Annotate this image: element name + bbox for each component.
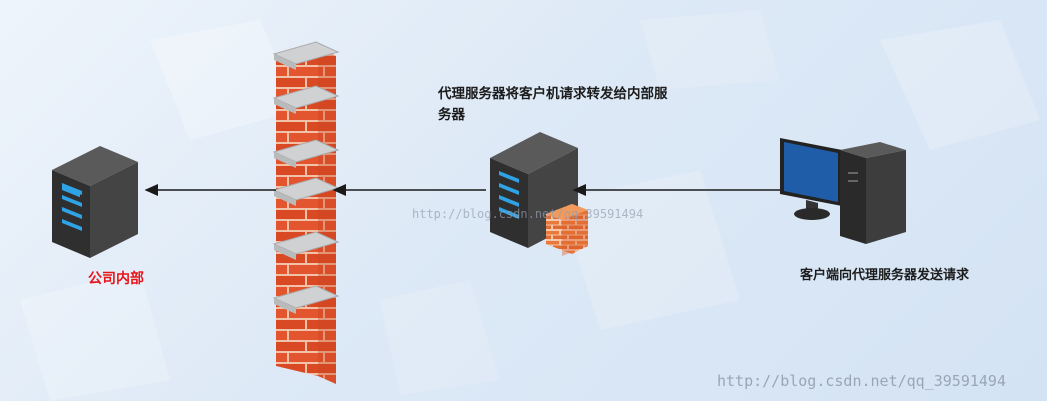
proxy-firewall-icon <box>546 204 588 256</box>
company-internal-label: 公司内部 <box>88 271 144 287</box>
internal-server-icon <box>52 146 138 258</box>
watermark-center: http://blog.csdn.net/qq_39591494 <box>412 207 644 221</box>
watermark-corner: http://blog.csdn.net/qq_39591494 <box>717 372 1006 390</box>
firewall-brick-wall-icon <box>272 41 340 384</box>
client-request-label: 客户端向代理服务器发送请求 <box>800 268 970 283</box>
client-computer-icon <box>780 138 906 244</box>
proxy-forward-label: 代理服务器将客户机请求转发给内部服务器 <box>438 86 668 123</box>
